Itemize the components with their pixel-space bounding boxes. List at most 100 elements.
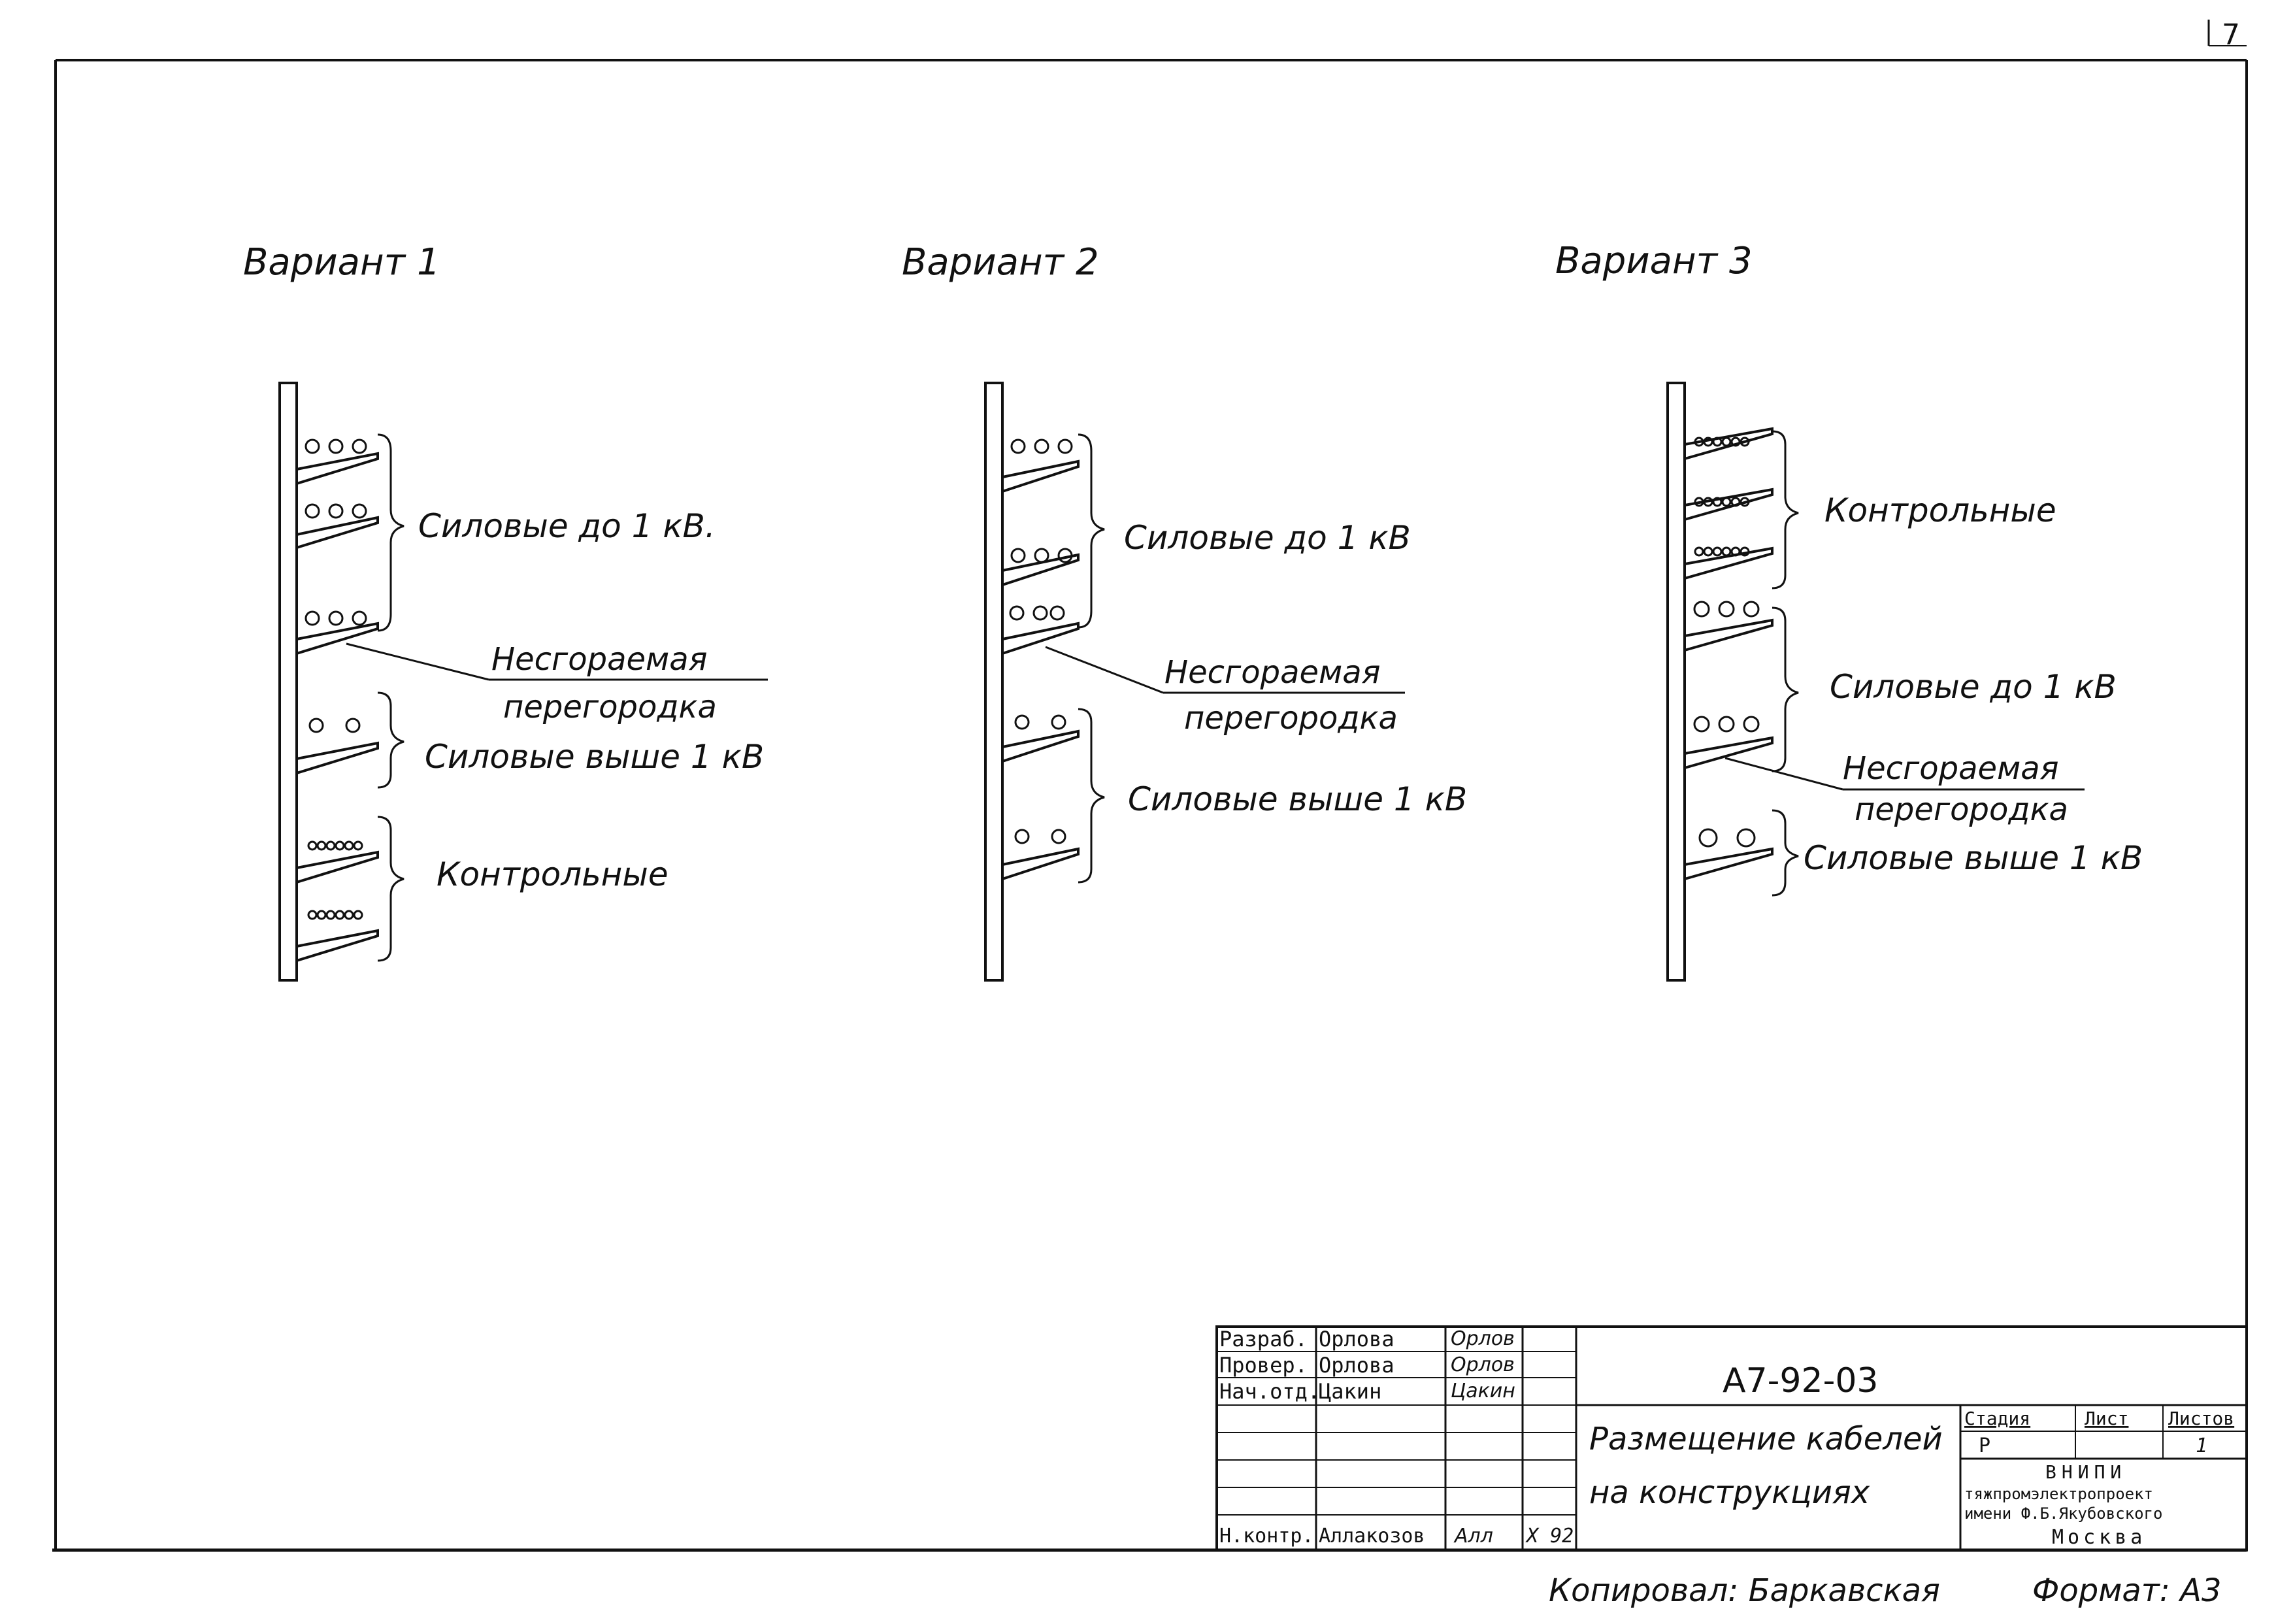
variant-1-shelf: [295, 452, 379, 486]
variant-2-brace-power-low: [1078, 433, 1105, 629]
cable: [1014, 829, 1030, 844]
cable: [1743, 716, 1760, 733]
variant-1-label-power-high: Силовые выше 1 кВ: [425, 738, 764, 776]
sheet-header: Лист: [2085, 1408, 2128, 1429]
org-line-3: имени Ф.Б.Якубовского: [1964, 1504, 2162, 1523]
variant-3-shelf: [1683, 618, 1773, 652]
cable: [1712, 437, 1723, 447]
cable: [1693, 716, 1710, 733]
variant-3-shelf: [1683, 427, 1773, 461]
variant-2-brace-power-high: [1078, 708, 1105, 884]
cable: [1049, 605, 1065, 621]
variant-1-label-partition-2: перегородка: [503, 689, 717, 725]
variant-3-shelf: [1683, 488, 1773, 522]
cable: [305, 610, 320, 626]
cable: [1698, 828, 1718, 848]
cable: [1740, 546, 1750, 557]
sign-signature-3: Цакин: [1451, 1380, 1515, 1402]
variant-1-shelf: [295, 621, 379, 655]
variant-2-structure: [984, 382, 1405, 982]
sign-name-4: Аллакозов: [1319, 1525, 1425, 1548]
copied-by: Копировал: Баркавская: [1549, 1572, 1940, 1609]
cable: [1703, 546, 1713, 557]
cable: [1032, 605, 1048, 621]
cable: [1694, 546, 1704, 557]
variant-1-post: [278, 382, 298, 982]
variant-3-brace-power-low: [1772, 606, 1799, 772]
sign-role-2: Провер.: [1219, 1353, 1308, 1378]
variant-3-title: Вариант 3: [1555, 240, 1753, 282]
sheets-value: 1: [2196, 1434, 2207, 1457]
cable: [1693, 601, 1710, 618]
cable: [1694, 437, 1704, 447]
cable: [1730, 437, 1741, 447]
variant-2-cables: [1009, 439, 1073, 844]
sign-name-3: Цакин: [1319, 1379, 1381, 1404]
cable: [1703, 437, 1713, 447]
cable: [1014, 714, 1030, 730]
variant-3-label-power-high: Силовые выше 1 кВ: [1804, 839, 2143, 877]
cable: [307, 910, 318, 920]
cable: [1743, 601, 1760, 618]
org-line-1: ВНИПИ: [2045, 1461, 2126, 1483]
cable: [345, 718, 361, 733]
cable: [1718, 716, 1735, 733]
cable: [352, 439, 367, 454]
drawing-title-line-1: Размещение кабелей: [1589, 1421, 1943, 1457]
stage-header: Стадия: [1964, 1408, 2030, 1429]
variant-1-partition-leader: [346, 642, 489, 681]
variant-1-shelf: [295, 516, 379, 550]
variant-2-title: Вариант 2: [902, 241, 1099, 284]
variant-2-label-partition-1: Несгораемая: [1164, 654, 1381, 691]
sign-role-3: Нач.отд.: [1219, 1379, 1320, 1404]
sheets-header: Листов: [2168, 1408, 2234, 1429]
cable: [1712, 497, 1723, 507]
variant-1-brace-power-low: [377, 433, 404, 632]
cable: [307, 840, 318, 851]
variant-3: Вариант 3 Контрольные Силовые до 1 кВ Не…: [1555, 240, 2143, 982]
variant-1-label-power-low: Силовые до 1 кВ.: [418, 507, 716, 545]
sign-signature-4: Алл: [1453, 1525, 1493, 1548]
cable: [1721, 546, 1732, 557]
stage-value: Р: [1979, 1434, 1990, 1457]
cable: [344, 840, 354, 851]
cable: [1010, 439, 1026, 454]
sign-name-2: Орлова: [1319, 1353, 1394, 1378]
cable: [1010, 548, 1026, 563]
cable: [1740, 437, 1750, 447]
cable: [1057, 439, 1073, 454]
drawing-title-line-2: на конструкциях: [1589, 1474, 1870, 1511]
variant-1-brace-power-high: [377, 691, 404, 789]
cable: [316, 910, 327, 920]
cable: [352, 503, 367, 519]
cable: [335, 840, 345, 851]
cable: [1721, 437, 1732, 447]
cable: [352, 610, 367, 626]
variant-1-label-control: Контрольные: [437, 855, 668, 893]
variant-3-partition-leader: [1724, 757, 1843, 791]
variant-2-shelf: [1001, 729, 1080, 763]
variant-3-shelf: [1683, 546, 1773, 580]
cable: [1034, 439, 1049, 454]
cable: [305, 503, 320, 519]
cable: [335, 910, 345, 920]
variant-3-label-partition-2: перегородка: [1855, 791, 2068, 828]
variant-3-label-partition-1: Несгораемая: [1843, 750, 2059, 787]
cable: [1051, 829, 1066, 844]
sign-signature-2: Орлов: [1451, 1353, 1515, 1376]
variant-3-cables: [1693, 437, 1760, 848]
cable: [1721, 497, 1732, 507]
variant-2-label-partition-2: перегородка: [1184, 700, 1398, 737]
variant-2-shelf: [1001, 847, 1080, 881]
sign-role-1: Разраб.: [1219, 1327, 1308, 1351]
cable: [1718, 601, 1735, 618]
variant-1-shelf: [295, 929, 379, 963]
variant-1-shelf: [295, 850, 379, 884]
cable: [353, 840, 363, 851]
sign-date-4: X 92: [1525, 1525, 1574, 1548]
variant-1-title: Вариант 1: [243, 241, 440, 284]
variant-1: Вариант 1 Силовые до 1 кВ.: [243, 241, 768, 982]
cable: [1730, 497, 1741, 507]
variant-2-shelf: [1001, 621, 1080, 655]
